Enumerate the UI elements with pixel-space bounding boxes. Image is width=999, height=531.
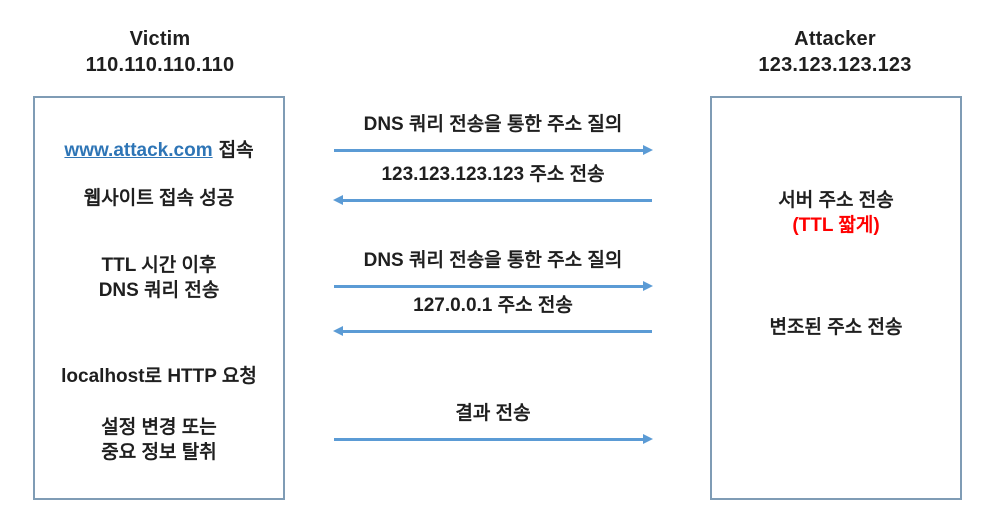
left-arrow-icon <box>333 326 652 337</box>
arrow-head-icon <box>643 281 653 291</box>
attacker-header: Attacker 123.123.123.123 <box>710 26 960 78</box>
victim-name: Victim <box>129 28 191 50</box>
steal-line2: 중요 정보 탈취 <box>101 442 217 463</box>
right-arrow-icon <box>334 145 653 156</box>
message-label: 123.123.123.123 주소 전송 <box>381 164 605 185</box>
victim-step-localhost-request: localhost로 HTTP 요청 <box>61 366 257 387</box>
victim-header: Victim 110.110.110.110 <box>33 26 287 78</box>
attacker-name: Attacker <box>794 28 876 50</box>
victim-ip: 110.110.110.110 <box>85 54 235 76</box>
right-arrow-icon <box>334 434 653 445</box>
message-label: DNS 쿼리 전송을 통한 주소 질의 <box>363 250 623 271</box>
arrow-line <box>334 438 644 441</box>
message-addr-response-1: 123.123.123.123 주소 전송 <box>333 163 652 206</box>
arrow-line <box>342 199 652 202</box>
victim-step-website-success: 웹사이트 접속 성공 <box>83 188 235 209</box>
arrow-head-icon <box>333 195 343 205</box>
connect-suffix-label: 접속 <box>218 140 254 161</box>
message-label: 127.0.0.1 주소 전송 <box>413 295 573 316</box>
attack-site-link[interactable]: www.attack.com <box>64 140 213 161</box>
arrow-head-icon <box>643 434 653 444</box>
arrow-head-icon <box>333 326 343 336</box>
message-result: 결과 전송 <box>334 402 653 445</box>
attacker-ip: 123.123.123.123 <box>758 54 912 76</box>
left-arrow-icon <box>333 195 652 206</box>
message-label: DNS 쿼리 전송을 통한 주소 질의 <box>363 114 623 135</box>
attacker-step-server-addr: 서버 주소 전송 (TTL 짧게) <box>712 188 960 238</box>
ttl-line2: DNS 쿼리 전송 <box>98 280 220 301</box>
ttl-line1: TTL 시간 이후 <box>101 255 217 276</box>
arrow-head-icon <box>643 145 653 155</box>
arrow-line <box>334 285 644 288</box>
steal-line1: 설정 변경 또는 <box>101 417 217 438</box>
arrow-line <box>334 149 644 152</box>
message-dns-query-1: DNS 쿼리 전송을 통한 주소 질의 <box>334 113 653 156</box>
attacker-box: 서버 주소 전송 (TTL 짧게) 변조된 주소 전송 <box>710 96 962 500</box>
ttl-short-note: (TTL 짧게) <box>792 215 880 236</box>
message-addr-response-2: 127.0.0.1 주소 전송 <box>333 294 652 337</box>
victim-step-steal: 설정 변경 또는 중요 정보 탈취 <box>35 415 283 465</box>
arrow-line <box>342 330 652 333</box>
message-dns-query-2: DNS 쿼리 전송을 통한 주소 질의 <box>334 249 653 292</box>
message-label: 결과 전송 <box>455 403 531 424</box>
attacker-step-forged-addr: 변조된 주소 전송 <box>769 317 903 338</box>
right-arrow-icon <box>334 281 653 292</box>
victim-step-ttl-query: TTL 시간 이후 DNS 쿼리 전송 <box>35 253 283 303</box>
server-addr-label: 서버 주소 전송 <box>778 190 894 211</box>
